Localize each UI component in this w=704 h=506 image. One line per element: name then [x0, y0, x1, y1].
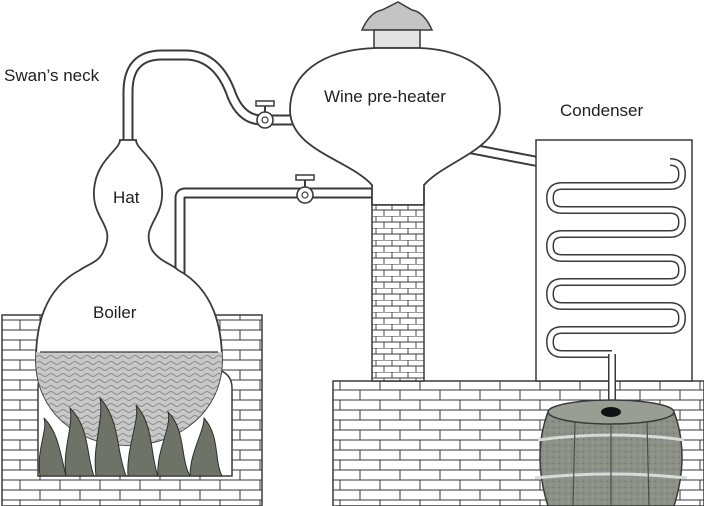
- swans-neck-pipe: [122, 49, 670, 168]
- label-condenser: Condenser: [560, 101, 644, 120]
- label-swans-neck: Swan’s neck: [4, 66, 100, 85]
- flames: [38, 396, 223, 477]
- boiler-vessel: [35, 139, 223, 446]
- preheater-to-boiler-pipe: [174, 187, 375, 285]
- barrel-bunghole: [601, 407, 621, 417]
- barrel: [534, 399, 688, 506]
- wine-preheater-vessel: [289, 1, 501, 206]
- valve-top: [255, 100, 275, 129]
- valve-middle: [295, 174, 315, 204]
- barrel-staves: [572, 421, 650, 506]
- preheater-body: [289, 47, 501, 206]
- condenser: [535, 139, 693, 405]
- label-hat: Hat: [113, 188, 140, 207]
- preheater-neck: [373, 29, 421, 49]
- label-boiler: Boiler: [93, 303, 137, 322]
- preheater-top-cap: [360, 1, 434, 31]
- label-wine-preheater: Wine pre-heater: [324, 87, 446, 106]
- brick-column: [371, 204, 425, 382]
